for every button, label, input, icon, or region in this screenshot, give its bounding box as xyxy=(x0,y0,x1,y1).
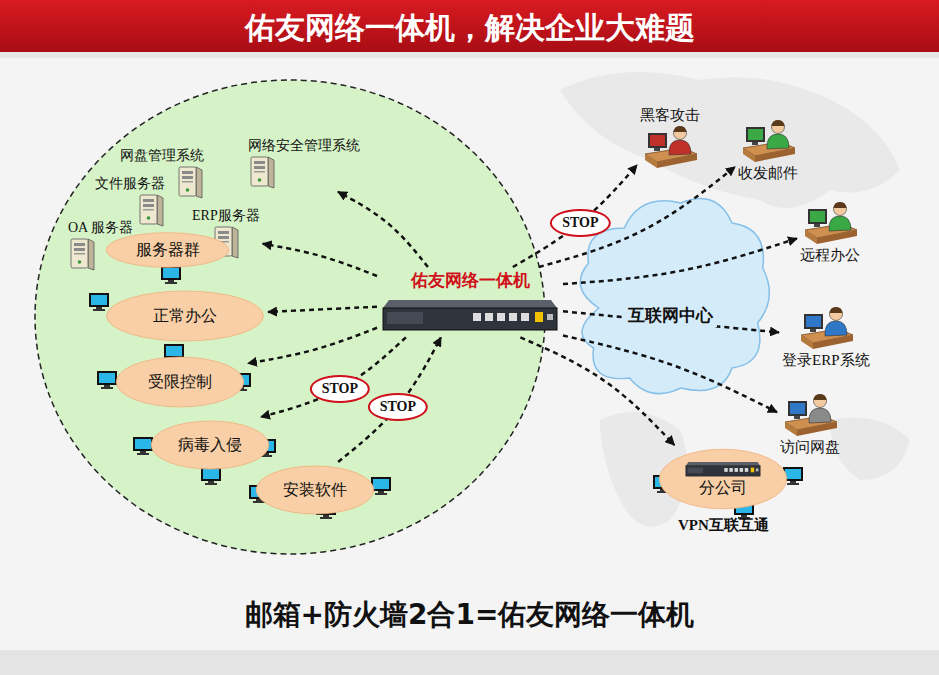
appliance-label: 佑友网络一体机 xyxy=(411,270,530,290)
node-label: ERP服务器 xyxy=(192,208,260,225)
endpoint-node: 网络安全管理系统 xyxy=(248,138,360,189)
node-label: 远程办公 xyxy=(800,246,860,264)
node-label: 网络安全管理系统 xyxy=(248,138,360,155)
group-ellipse: 服务器群 xyxy=(105,232,230,268)
dashed-connector xyxy=(263,244,377,276)
node-label: 分公司 xyxy=(699,478,747,497)
group-ellipse: 分公司 xyxy=(658,448,788,510)
endpoint-node: 网盘管理系统 xyxy=(120,148,204,199)
node-label: 网盘管理系统 xyxy=(120,148,204,165)
group-ellipse: 受限控制 xyxy=(115,356,245,408)
stop-badge: STOP xyxy=(368,393,428,421)
node-label: 病毒入侵 xyxy=(178,435,242,454)
note-label: VPN互联互通 xyxy=(678,516,769,535)
server-icon xyxy=(176,165,204,199)
server-icon xyxy=(68,237,96,271)
node-label: 黑客攻击 xyxy=(640,106,700,124)
endpoint-node: OA 服务器 xyxy=(68,220,133,271)
appliance-node: 佑友网络一体机 xyxy=(380,270,560,334)
server-icon xyxy=(212,225,240,259)
endpoint-node: 登录ERP系统 xyxy=(782,305,870,369)
group-ellipse: 病毒入侵 xyxy=(150,420,270,470)
world-map-watermark xyxy=(560,72,910,527)
endpoint-node: 远程办公 xyxy=(800,200,860,264)
endpoint-node: 黑客攻击 xyxy=(640,106,700,170)
node-label: 访问网盘 xyxy=(780,438,840,456)
user-icon xyxy=(801,200,859,246)
endpoint-node: 访问网盘 xyxy=(780,392,840,456)
server-icon xyxy=(248,155,276,189)
node-label: 登录ERP系统 xyxy=(782,351,870,369)
ellipse-shape xyxy=(658,448,788,510)
endpoint-node: ERP服务器 xyxy=(192,208,260,259)
server-icon xyxy=(137,193,165,227)
endpoint-node: 收发邮件 xyxy=(738,118,798,182)
title-text: 佑友网络一体机，解决企业大难题 xyxy=(0,8,939,49)
edge-label: STOP xyxy=(380,399,416,415)
dashed-connector xyxy=(248,328,377,363)
edge-label: STOP xyxy=(322,381,358,397)
cloud-label: 互联网中心 xyxy=(624,304,717,326)
caption-text: 邮箱+防火墙2合1=佑友网络一体机 xyxy=(0,596,939,634)
stop-badge: STOP xyxy=(550,209,610,237)
group-ellipse: 安装软件 xyxy=(255,465,375,515)
stop-badge: STOP xyxy=(310,375,370,403)
appliance-icon xyxy=(685,460,761,478)
user-icon xyxy=(641,124,699,170)
edge-label: STOP xyxy=(562,215,598,231)
terminal-icons xyxy=(89,266,803,519)
node-label: 安装软件 xyxy=(283,480,347,499)
dashed-connector xyxy=(268,307,377,312)
appliance-icon xyxy=(381,296,559,334)
node-label: 受限控制 xyxy=(148,372,212,391)
group-ellipse: 正常办公 xyxy=(105,290,265,342)
node-label: 服务器群 xyxy=(136,240,200,259)
user-icon xyxy=(739,118,797,164)
user-icon xyxy=(797,305,855,351)
bottom-band xyxy=(0,650,939,675)
dashed-connector xyxy=(338,192,428,267)
node-label: 收发邮件 xyxy=(738,164,798,182)
endpoint-node: 文件服务器 xyxy=(95,176,165,227)
title-shadow xyxy=(0,52,939,58)
user-icon xyxy=(781,392,839,438)
node-label: 文件服务器 xyxy=(95,176,165,193)
node-label: 正常办公 xyxy=(153,306,217,325)
node-label: OA 服务器 xyxy=(68,220,133,237)
title-bar xyxy=(0,0,939,52)
